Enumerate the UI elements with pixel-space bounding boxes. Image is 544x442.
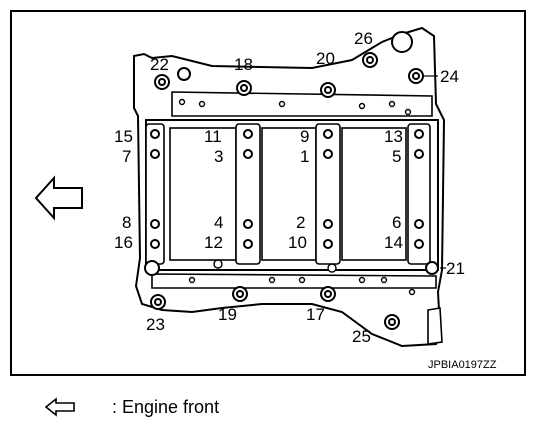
label-9: 9 [300, 127, 309, 146]
bolt-4 [243, 219, 253, 229]
top-rail [171, 91, 433, 117]
perimeter-bolts [144, 31, 439, 330]
main-bolts [150, 129, 424, 249]
bearing-cap-11-12 [235, 123, 261, 265]
label-15: 15 [114, 127, 133, 146]
bearing-cap-9-10 [315, 123, 341, 265]
bay-2 [261, 127, 317, 261]
figure-code: JPBIA0197ZZ [428, 359, 497, 371]
legend: : Engine front [44, 392, 219, 422]
label-10: 10 [288, 233, 307, 252]
hollow-left-arrow-icon [44, 397, 75, 417]
bolt-15 [150, 129, 160, 139]
bay-1 [169, 127, 237, 261]
engine-front-arrow-icon [34, 175, 83, 221]
bolt-13 [414, 129, 424, 139]
label-4: 4 [214, 213, 223, 232]
label-17: 17 [306, 305, 325, 324]
label-11: 11 [204, 127, 222, 146]
diagram-frame: 22 18 20 26 24 15 7 8 16 11 3 4 12 9 1 2… [10, 10, 526, 376]
label-6: 6 [392, 213, 401, 232]
label-14: 14 [384, 233, 403, 252]
bolt-9 [323, 129, 333, 139]
bolt-21 [425, 261, 439, 275]
bolt-3 [243, 149, 253, 159]
label-20: 20 [316, 49, 335, 68]
label-25: 25 [352, 327, 371, 346]
label-13: 13 [384, 127, 403, 146]
label-23: 23 [146, 315, 165, 334]
label-19: 19 [218, 305, 237, 324]
label-22: 22 [150, 55, 169, 74]
bolt-5 [414, 149, 424, 159]
label-24: 24 [440, 67, 459, 86]
bolt-14 [414, 239, 424, 249]
leader-lines [424, 75, 446, 269]
label-16: 16 [114, 233, 133, 252]
bolt-7 [150, 149, 160, 159]
label-1: 1 [300, 147, 309, 166]
bay-3 [341, 127, 407, 261]
label-21: 21 [446, 259, 465, 278]
lower-cylinder-block-diagram: 22 18 20 26 24 15 7 8 16 11 3 4 12 9 1 2… [34, 26, 497, 371]
bolt-11 [243, 129, 253, 139]
label-26: 26 [354, 29, 373, 48]
bolt-16 [150, 239, 160, 249]
bolt-1 [323, 149, 333, 159]
bolt-8 [150, 219, 160, 229]
bolt-number-labels: 22 18 20 26 24 15 7 8 16 11 3 4 12 9 1 2… [114, 29, 465, 346]
bolt-12 [243, 239, 253, 249]
bolt-2 [323, 219, 333, 229]
bolt-10 [323, 239, 333, 249]
label-12: 12 [204, 233, 223, 252]
label-3: 3 [214, 147, 223, 166]
label-2: 2 [296, 213, 305, 232]
label-5: 5 [392, 147, 401, 166]
detail-holes [178, 98, 416, 296]
legend-text: : Engine front [112, 396, 220, 417]
label-7: 7 [122, 147, 131, 166]
bearing-cap-13-14 [407, 123, 431, 265]
bolt-6 [414, 219, 424, 229]
side-cover [427, 307, 443, 345]
bottom-rail [151, 273, 437, 289]
label-8: 8 [122, 213, 131, 232]
label-18: 18 [234, 55, 253, 74]
